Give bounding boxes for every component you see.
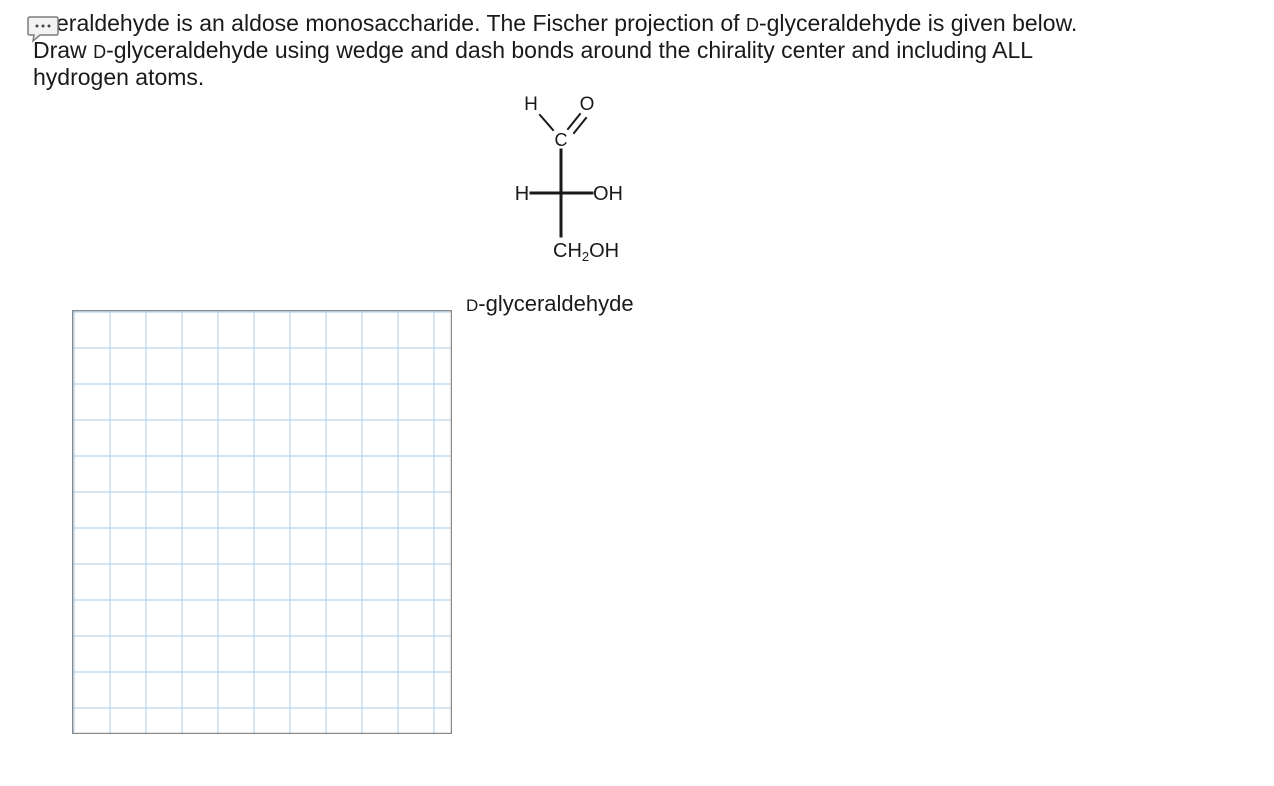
drawing-canvas[interactable] (72, 310, 452, 734)
small-caps-d: D (93, 42, 107, 62)
fischer-projection: H O C H OH CH2OH (515, 94, 623, 264)
canvas-border (72, 310, 452, 734)
molecule-caption: D-glyceraldehyde (466, 290, 634, 320)
aldehyde-h-label: H (524, 94, 538, 115)
question-text: yceraldehyde is an aldose monosaccharide… (33, 11, 1253, 90)
canvas-grid (72, 310, 452, 734)
stereocenter-h-label: H (515, 183, 529, 205)
question-text-line2-start: Draw (33, 37, 94, 63)
molecule-name: -glyceraldehyde (478, 291, 634, 316)
question-text-line3: hydrogen atoms. (33, 64, 205, 90)
small-caps-d: D (745, 15, 759, 35)
question-text-line1: yceraldehyde is an aldose monosaccharide… (33, 10, 746, 36)
carbonyl-double-bond-b (572, 116, 588, 135)
speech-bubble-icon[interactable] (26, 14, 60, 44)
carbonyl-double-bond-a (566, 112, 582, 131)
question-text-line2: -glyceraldehyde using wedge and dash bon… (106, 37, 1034, 63)
stereocenter-oh-label: OH (593, 183, 623, 205)
hydroxymethyl-label: CH2OH (553, 240, 619, 264)
small-caps-d: D (466, 296, 479, 315)
aldehyde-o-label: O (580, 94, 595, 115)
aldehyde-h-bond (538, 113, 555, 132)
canvas-background (72, 310, 452, 734)
carbonyl-c-label: C (555, 130, 568, 150)
question-text-line1-end: -glyceraldehyde is given below. (758, 10, 1078, 36)
